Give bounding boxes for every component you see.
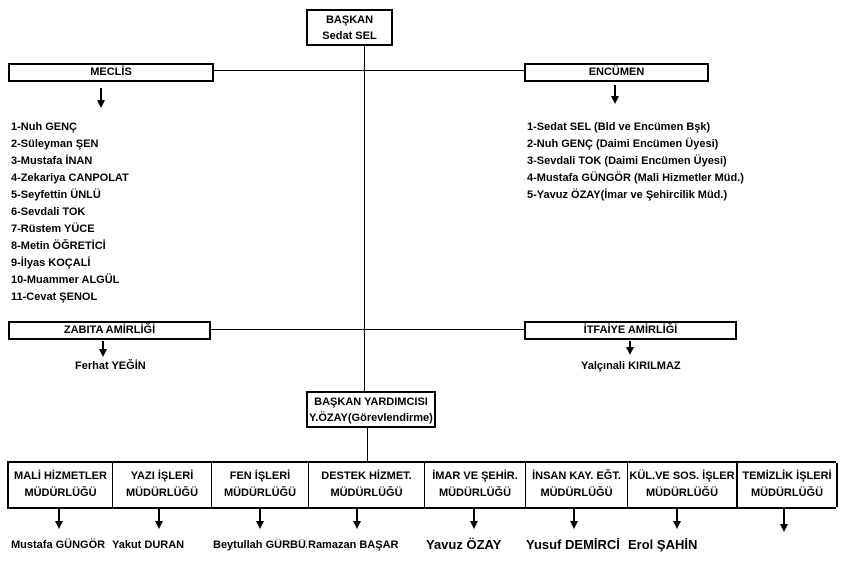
department-head: Ramazan BAŞAR (308, 539, 399, 551)
encumen-arrow-icon (611, 96, 619, 104)
department-box-destek: DESTEK HİZMET. MÜDÜRLÜĞÜ (309, 463, 425, 507)
itfaiye-title: İTFAİYE AMİRLİĞİ (583, 324, 678, 336)
yardimci-title: BAŞKAN YARDIMCISI (314, 396, 428, 408)
encumen-member: 4-Mustafa GÜNGÖR (Mali Hizmetler Müd.) (527, 172, 744, 184)
arrow-down-icon (256, 521, 264, 529)
dept-arrow-stem (158, 509, 160, 521)
encumen-member-list: 1-Sedat SEL (Bld ve Encümen Bşk) 2-Nuh G… (527, 119, 744, 204)
meclis-member: 8-Metin ÖĞRETİCİ (11, 240, 106, 252)
department-title: İMAR VE ŞEHİR. (432, 470, 518, 482)
department-subtitle: MÜDÜRLÜĞÜ (330, 487, 403, 499)
department-subtitle: MÜDÜRLÜĞÜ (438, 487, 512, 499)
meclis-member: 4-Zekariya CANPOLAT (11, 172, 129, 184)
zabita-arrow-icon (99, 349, 107, 357)
department-title: İNSAN KAY. EĞT. (532, 470, 621, 482)
encumen-member: 5-Yavuz ÖZAY(İmar ve Şehircilik Müd.) (527, 189, 728, 201)
department-box-fen: FEN İŞLERİ MÜDÜRLÜĞÜ (212, 463, 309, 507)
yardimci-box: BAŞKAN YARDIMCISI Y.ÖZAY(Görevlendirme) (306, 391, 436, 428)
itfaiye-box: İTFAİYE AMİRLİĞİ (524, 321, 737, 340)
departments-row: MALİ HİZMETLER MÜDÜRLÜĞÜ YAZI İŞLERİ MÜD… (7, 461, 838, 509)
zabita-arrow-stem (102, 341, 104, 349)
dept-arrow-stem (356, 509, 358, 521)
baskan-box: BAŞKAN Sedat SEL (306, 9, 393, 46)
department-head: Yusuf DEMİRCİ (526, 537, 620, 552)
dept-arrow-stem (473, 509, 475, 521)
baskan-title: BAŞKAN (325, 14, 374, 26)
itfaiye-name: Yalçınali KIRILMAZ (581, 360, 681, 372)
zabita-itfaiye-connector (211, 329, 524, 330)
meclis-arrow-icon (97, 100, 105, 108)
department-subtitle: MÜDÜRLÜĞÜ (645, 487, 719, 499)
department-subtitle: MÜDÜRLÜĞÜ (750, 487, 824, 499)
department-head: Beytullah GÜRBÜZ (213, 539, 307, 551)
department-subtitle: MÜDÜRLÜĞÜ (540, 487, 613, 499)
arrow-down-icon (780, 524, 788, 532)
yardimci-to-departments-connector (367, 427, 368, 461)
meclis-box: MECLİS (8, 63, 214, 82)
meclis-member: 6-Sevdali TOK (11, 206, 86, 218)
encumen-arrow-stem (614, 85, 616, 97)
department-subtitle: MÜDÜRLÜĞÜ (24, 487, 97, 499)
department-box-temizlik: TEMİZLİK İŞLERİ MÜDÜRLÜĞÜ (738, 463, 838, 507)
department-box-mali: MALİ HİZMETLER MÜDÜRLÜĞÜ (9, 463, 113, 507)
vertical-spine (364, 45, 365, 393)
department-subtitle: MÜDÜRLÜĞÜ (125, 487, 199, 499)
zabita-box: ZABITA AMİRLİĞİ (8, 321, 211, 340)
encumen-member: 2-Nuh GENÇ (Daimi Encümen Üyesi) (527, 138, 719, 150)
arrow-down-icon (673, 521, 681, 529)
meclis-member: 2-Süleyman ŞEN (11, 138, 99, 150)
department-head: Mustafa GÜNGÖR (11, 539, 106, 551)
department-head: Yakut DURAN (112, 539, 185, 551)
department-box-imar: İMAR VE ŞEHİR. MÜDÜRLÜĞÜ (425, 463, 526, 507)
itfaiye-arrow-stem (629, 341, 631, 349)
department-subtitle: MÜDÜRLÜĞÜ (223, 487, 297, 499)
meclis-member: 9-İlyas KOÇALİ (11, 257, 91, 269)
dept-arrow-stem (58, 509, 60, 521)
arrow-down-icon (570, 521, 578, 529)
itfaiye-arrow-icon (626, 347, 634, 355)
meclis-member: 3-Mustafa İNAN (11, 155, 93, 167)
arrow-down-icon (353, 521, 361, 529)
department-head: Yavuz ÖZAY (426, 537, 502, 552)
meclis-arrow-stem (100, 88, 102, 100)
department-title: MALİ HİZMETLER (14, 470, 107, 482)
meclis-member: 7-Rüstem YÜCE (11, 223, 95, 235)
department-title: KÜL.VE SOS. İŞLER (629, 470, 735, 482)
arrow-down-icon (470, 521, 478, 529)
dept-arrow-stem (573, 509, 575, 521)
arrow-down-icon (155, 521, 163, 529)
meclis-member: 10-Muammer ALGÜL (11, 274, 120, 286)
dept-arrow-stem (676, 509, 678, 521)
department-box-yazi: YAZI İŞLERİ MÜDÜRLÜĞÜ (113, 463, 212, 507)
meclis-title: MECLİS (90, 66, 132, 78)
encumen-member: 1-Sedat SEL (Bld ve Encümen Bşk) (527, 121, 711, 133)
meclis-member-list: 1-Nuh GENÇ 2-Süleyman ŞEN 3-Mustafa İNAN… (11, 119, 129, 306)
department-box-insan: İNSAN KAY. EĞT. MÜDÜRLÜĞÜ (526, 463, 628, 507)
meclis-encumen-connector (214, 70, 524, 71)
meclis-member: 1-Nuh GENÇ (11, 121, 77, 133)
department-title: YAZI İŞLERİ (130, 470, 194, 482)
department-title: DESTEK HİZMET. (321, 470, 412, 482)
zabita-name: Ferhat YEĞİN (75, 360, 146, 372)
encumen-box: ENCÜMEN (524, 63, 709, 82)
encumen-title: ENCÜMEN (588, 66, 645, 78)
department-box-kultur: KÜL.VE SOS. İŞLER MÜDÜRLÜĞÜ (628, 463, 738, 507)
yardimci-name: Y.ÖZAY(Görevlendirme) (309, 412, 433, 424)
zabita-title: ZABITA AMİRLİĞİ (63, 324, 156, 336)
department-head: Erol ŞAHİN (628, 537, 698, 552)
department-title: TEMİZLİK İŞLERİ (742, 470, 832, 482)
arrow-down-icon (55, 521, 63, 529)
dept-arrow-stem (783, 509, 785, 525)
dept-arrow-stem (259, 509, 261, 521)
baskan-name: Sedat SEL (322, 30, 377, 42)
meclis-member: 5-Seyfettin ÜNLÜ (11, 189, 101, 201)
encumen-member: 3-Sevdali TOK (Daimi Encümen Üyesi) (527, 155, 727, 167)
meclis-member: 11-Cevat ŞENOL (11, 291, 98, 303)
department-title: FEN İŞLERİ (229, 470, 291, 482)
